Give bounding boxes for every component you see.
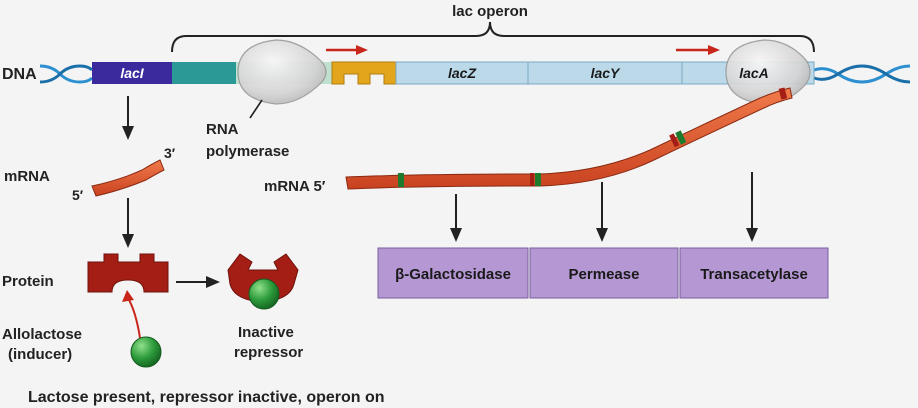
mrna-band-1 (397, 172, 405, 188)
arrow-mrna-to-protein (122, 198, 134, 248)
mrna-left-label: mRNA (4, 168, 50, 185)
protein-label: Protein (2, 273, 54, 290)
lacz-label: lacZ (448, 65, 476, 81)
product-transacetylase: Transacetylase (700, 266, 808, 283)
transcription-arrow-left (326, 45, 368, 55)
product-box-galactosidase (377, 247, 529, 299)
product-box-permease (529, 247, 679, 299)
operator-region (331, 61, 397, 85)
lacy-label: lacY (591, 65, 621, 81)
operon-label: lac operon (452, 3, 528, 20)
arrow-translate-2 (596, 182, 608, 242)
mrna-3prime-label: 3′ (164, 145, 176, 161)
inactive-repressor-label: Inactive repressor (234, 324, 303, 361)
dna-helix-right (813, 64, 911, 84)
rna-polymerase-label: RNA polymerase (206, 121, 289, 160)
repressor-inactive (227, 253, 299, 310)
product-box-transacetylase (679, 247, 829, 299)
mrna-band-5 (675, 130, 687, 145)
arrow-to-inactive-repressor (176, 276, 220, 288)
transcription-arrow-right (676, 45, 720, 55)
caption: Lactose present, repressor inactive, ope… (28, 389, 385, 406)
promoter-region (172, 62, 236, 84)
rna-polymerase-left (237, 39, 327, 105)
mrna-band-6 (778, 87, 788, 100)
mrna-band-3 (535, 173, 541, 186)
arrow-translate-3 (746, 172, 758, 242)
mrna-band-4 (669, 133, 680, 148)
operon-bracket (171, 21, 815, 53)
mrna-band-2 (530, 173, 534, 186)
laci-gene (92, 62, 172, 84)
mrna-laci (91, 159, 165, 197)
arrow-translate-1 (450, 194, 462, 242)
allolactose-molecule (130, 336, 162, 368)
polymerase-pointer (249, 99, 263, 119)
laca-label: lacA (739, 65, 769, 81)
product-permease: Permease (569, 266, 640, 283)
dna-helix-left (39, 64, 94, 84)
mrna-5prime-label: 5′ (72, 187, 84, 203)
dna-label: DNA (2, 66, 37, 83)
allolactose-label: Allolactose (inducer) (2, 326, 86, 363)
bound-inducer (248, 278, 280, 310)
product-galactosidase: β-Galactosidase (395, 266, 511, 283)
repressor-active (87, 253, 169, 293)
inducer-binding-arrow (122, 290, 141, 339)
arrow-laci-to-mrna (122, 96, 134, 140)
laci-label: lacI (120, 65, 144, 81)
mrna-polycistronic (345, 87, 793, 190)
mrna-right-label: mRNA 5′ (264, 178, 326, 195)
